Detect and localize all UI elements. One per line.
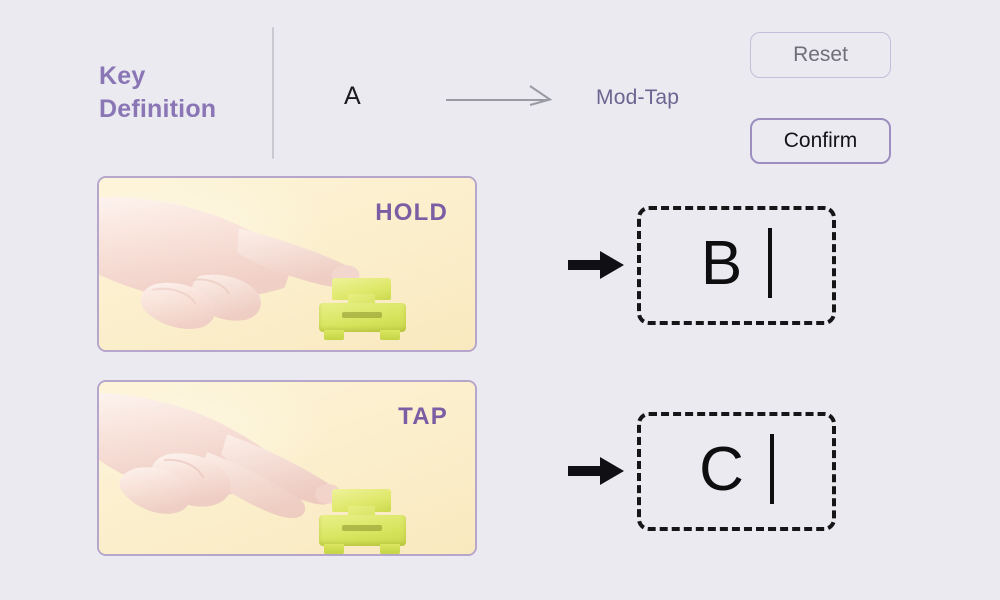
tap-output-box[interactable]: C: [637, 412, 836, 531]
header-divider: [272, 27, 274, 159]
page-title: Key Definition: [99, 60, 269, 126]
hold-action-label: HOLD: [375, 199, 448, 226]
reset-button[interactable]: Reset: [750, 32, 891, 78]
tap-demo-card: TAP: [97, 380, 477, 556]
tap-photo: [99, 382, 475, 554]
hold-output-letter: B: [700, 228, 743, 298]
text-caret: [768, 227, 773, 298]
source-key-label: A: [344, 82, 362, 110]
tap-output-letter: C: [699, 434, 744, 504]
target-mode-label: Mod-Tap: [596, 86, 680, 109]
right-arrow-icon: [446, 82, 556, 108]
confirm-button-label: Confirm: [783, 129, 858, 152]
hold-output-box[interactable]: B: [637, 206, 836, 325]
bold-right-arrow-icon: [568, 454, 626, 488]
hand-illustration: [99, 392, 342, 519]
confirm-button[interactable]: Confirm: [750, 118, 891, 164]
keyboard-switch-icon: [317, 277, 407, 340]
reset-button-label: Reset: [793, 43, 848, 66]
page-title-line2: Definition: [99, 95, 217, 123]
bold-right-arrow-icon: [568, 248, 626, 282]
page-title-line1: Key: [99, 62, 146, 90]
hold-demo-card: HOLD: [97, 176, 477, 352]
hold-photo: [99, 178, 475, 350]
tap-action-label: TAP: [398, 403, 448, 430]
keyboard-switch-icon: [317, 488, 407, 554]
text-caret: [769, 433, 774, 504]
hand-illustration: [99, 197, 360, 329]
